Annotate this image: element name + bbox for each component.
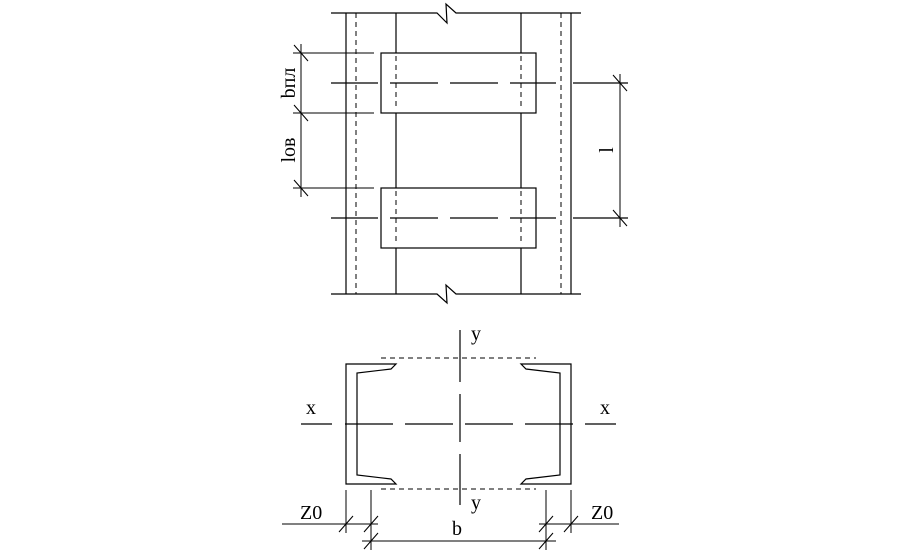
axis-y-bottom-label: y xyxy=(471,492,481,514)
bottom-break-line xyxy=(331,283,581,305)
label-l-ov: lов xyxy=(278,138,300,163)
axis-x-left-label: x xyxy=(306,397,316,419)
left-channel xyxy=(345,363,398,485)
axis-y-top-label: y xyxy=(471,323,481,345)
plate-centerlines xyxy=(331,82,628,219)
right-dimension xyxy=(612,74,628,227)
top-break-line xyxy=(331,2,581,25)
label-z0-right: Z0 xyxy=(591,502,613,524)
bottom-dimensions xyxy=(282,490,619,550)
section-view: y y x x Z0 Z0 b xyxy=(282,323,619,550)
label-z0-left: Z0 xyxy=(300,502,322,524)
axis-x-right-label: x xyxy=(600,397,610,419)
label-b: b xyxy=(452,518,462,540)
label-b-pl: bпл xyxy=(278,68,300,99)
right-channel xyxy=(519,363,572,485)
left-dimension xyxy=(293,44,374,197)
label-l: l xyxy=(596,147,618,153)
plan-view: bпл lов l xyxy=(278,2,628,305)
